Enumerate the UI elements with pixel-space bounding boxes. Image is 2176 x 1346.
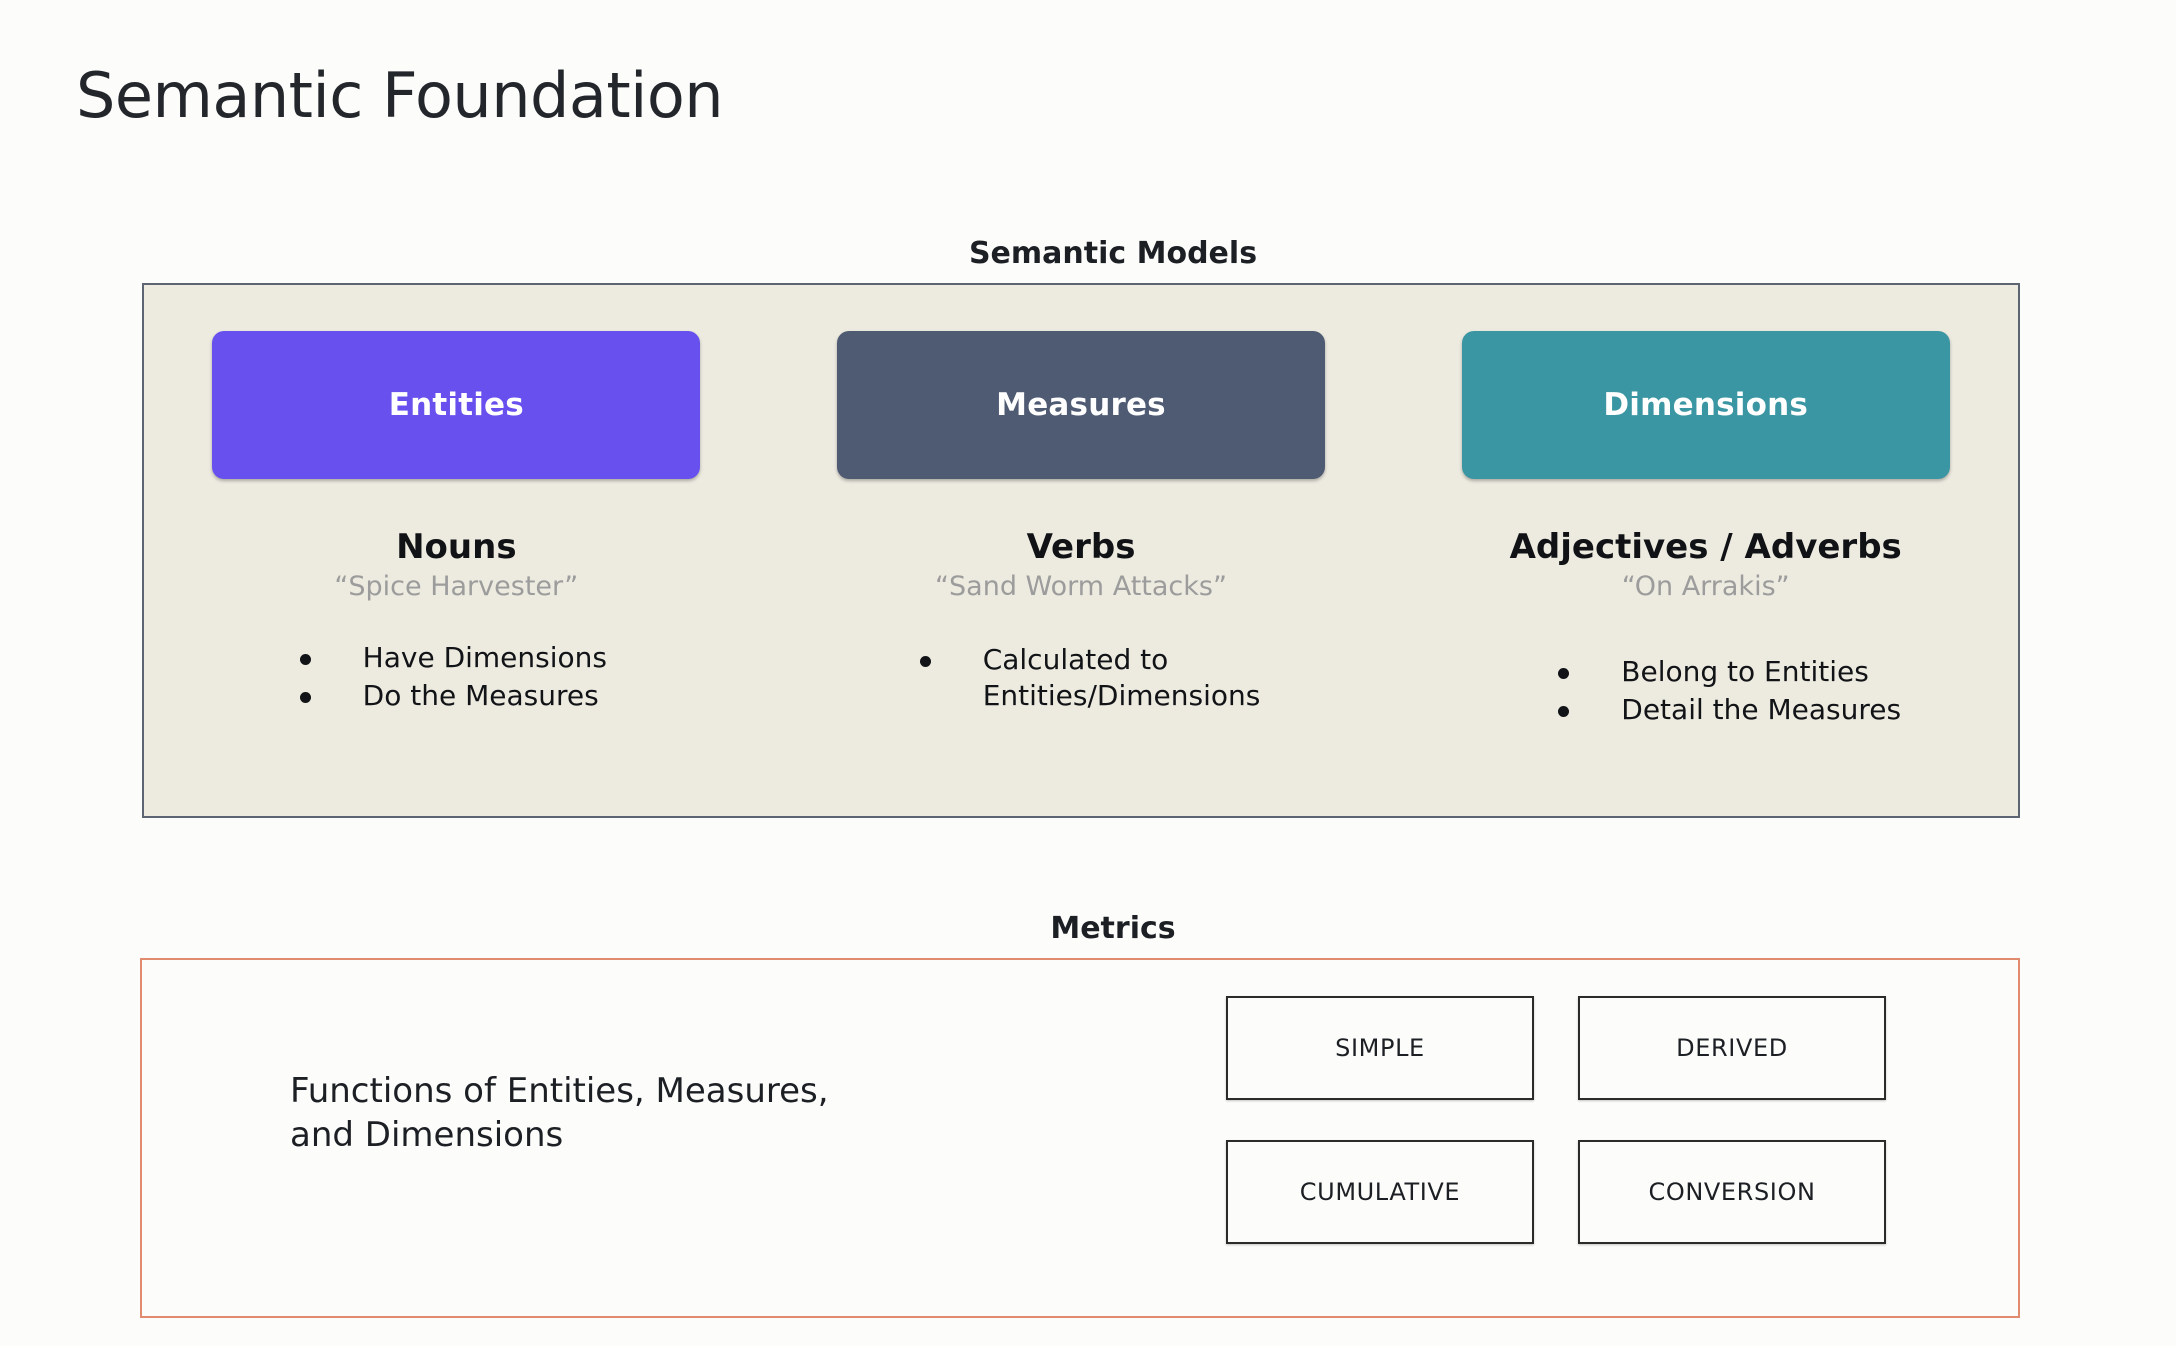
example-dimensions: “On Arrakis” [1621,571,1790,602]
metric-type-derived[interactable]: DERIVED [1578,996,1886,1100]
model-column-entities: Entities Nouns “Spice Harvester” Have Di… [144,285,769,816]
model-column-measures: Measures Verbs “Sand Worm Attacks” Calcu… [769,285,1394,816]
list-item: Have Dimensions [299,640,607,676]
bullet-dot-icon [1558,705,1570,717]
metric-type-simple[interactable]: SIMPLE [1226,996,1534,1100]
metrics-type-grid: SIMPLE DERIVED CUMULATIVE CONVERSION [1226,996,1886,1244]
example-entities: “Spice Harvester” [334,571,579,602]
semantic-models-panel: Entities Nouns “Spice Harvester” Have Di… [142,283,2020,818]
bullet-label: Calculated to Entities/Dimensions [982,643,1261,712]
metrics-header: Metrics [1050,911,1176,946]
list-item: Do the Measures [299,678,607,714]
bullet-list-entities: Have Dimensions Do the Measures [299,640,607,716]
bullet-label: Belong to Entities [1621,655,1869,688]
bullet-label: Have Dimensions [362,641,607,674]
chip-measures[interactable]: Measures [837,331,1325,479]
model-column-dimensions: Dimensions Adjectives / Adverbs “On Arra… [1393,285,2018,816]
list-item: Belong to Entities [1558,654,1901,690]
semantic-models-header: Semantic Models [968,236,1258,271]
bullet-list-measures: Calculated to Entities/Dimensions [919,642,1261,716]
bullet-label: Do the Measures [362,678,599,712]
metrics-description: Functions of Entities, Measures, and Dim… [290,1071,829,1155]
metric-type-conversion[interactable]: CONVERSION [1578,1140,1886,1244]
bullet-label: Detail the Measures [1621,692,1902,726]
bullet-list-dimensions: Belong to Entities Detail the Measures [1558,654,1901,730]
page-title: Semantic Foundation [76,59,724,132]
bullet-dot-icon [1558,668,1570,679]
bullet-dot-icon [299,654,311,665]
list-item: Calculated to Entities/Dimensions [919,642,1261,714]
chip-dimensions[interactable]: Dimensions [1461,331,1950,479]
example-measures: “Sand Worm Attacks” [935,571,1227,602]
part-of-speech-dimensions: Adjectives / Adverbs [1509,527,1902,567]
list-item: Detail the Measures [1558,692,1901,728]
part-of-speech-measures: Verbs [1026,527,1136,567]
chip-entities[interactable]: Entities [212,331,701,479]
bullet-dot-icon [299,691,311,703]
part-of-speech-entities: Nouns [396,527,517,567]
metric-type-cumulative[interactable]: CUMULATIVE [1226,1140,1534,1244]
metrics-panel: Functions of Entities, Measures, and Dim… [140,958,2020,1318]
bullet-dot-icon [919,656,931,667]
